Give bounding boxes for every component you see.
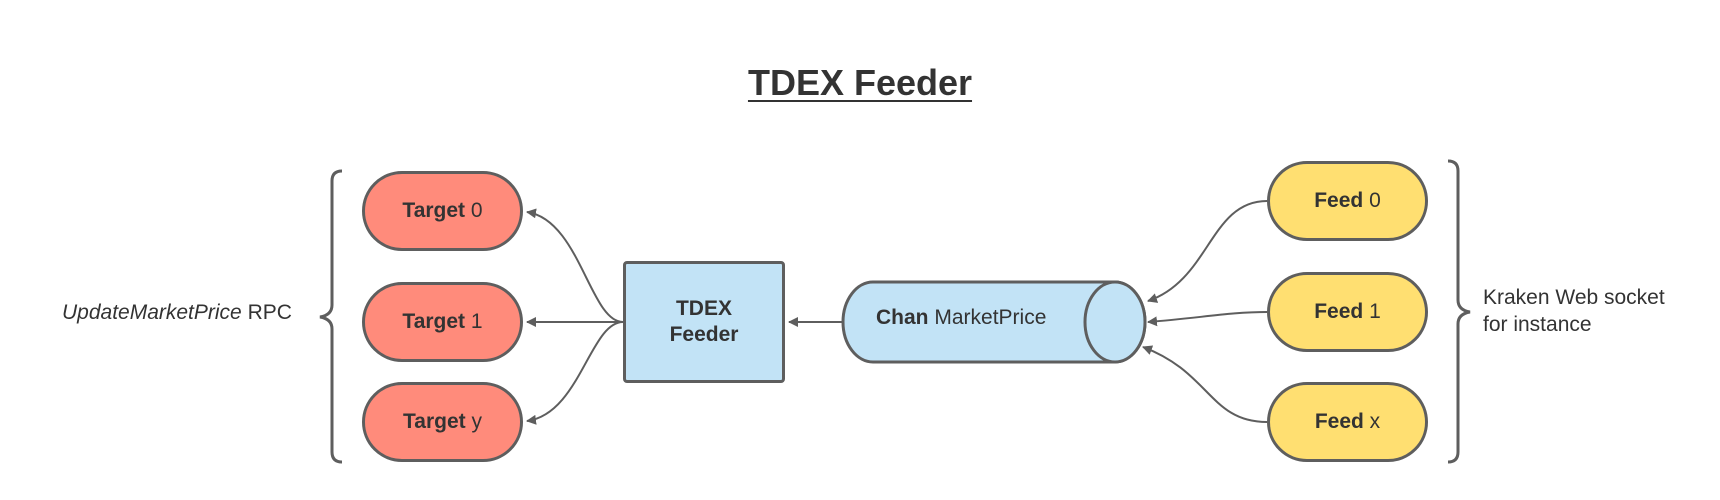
target-node-label: Target (402, 199, 466, 222)
feed-node-index: 0 (1369, 189, 1381, 212)
arrow-feeder-to-target-0 (526, 208, 624, 323)
feed-node-0: Feed 0 (1267, 161, 1428, 241)
feeder-label-line2: Feeder (669, 323, 739, 346)
target-node-label: Target (402, 310, 466, 333)
target-node-label: Target (403, 410, 466, 433)
source-label-line2: for instance (1483, 313, 1592, 336)
target-node-index: 1 (470, 310, 483, 333)
feed-node-label: Feed (1314, 300, 1364, 323)
target-node-0: Target 0 (362, 171, 523, 251)
feed-node-x: Feed x (1267, 382, 1428, 462)
feed-node-index: 1 (1369, 300, 1381, 323)
feed-node-1: Feed 1 (1267, 272, 1428, 352)
channel-cylinder (841, 280, 1147, 364)
channel-name: MarketPrice (934, 306, 1047, 329)
feed-node-label: Feed (1314, 189, 1364, 212)
arrow-feeder-to-target-y (526, 321, 624, 425)
target-node-y: Target y (362, 382, 523, 462)
arrow-feed-x-to-channel (1142, 345, 1268, 423)
left-brace (319, 169, 343, 464)
source-label-line1: Kraken Web socket (1483, 286, 1665, 309)
rpc-method-name: UpdateMarketPrice (62, 301, 242, 324)
feed-node-index: x (1369, 410, 1381, 433)
diagram-title: TDEX Feeder (747, 62, 973, 103)
tdex-feeder-node: TDEX Feeder (623, 261, 785, 383)
arrow-feed-0-to-channel (1147, 200, 1268, 303)
target-node-index: 0 (470, 199, 483, 222)
rpc-suffix: RPC (247, 301, 292, 324)
channel-keyword: Chan (876, 306, 929, 329)
rpc-label: UpdateMarketPrice RPC (62, 301, 292, 325)
source-label: Kraken Web socket for instance (1483, 284, 1665, 338)
right-brace (1447, 159, 1471, 464)
arrow-feed-1-to-channel (1147, 311, 1268, 327)
channel-label: Chan MarketPrice (876, 306, 1046, 330)
feeder-label-line1: TDEX (675, 297, 732, 320)
target-node-index: y (471, 410, 482, 433)
target-node-1: Target 1 (362, 282, 523, 362)
feed-node-label: Feed (1314, 410, 1364, 433)
